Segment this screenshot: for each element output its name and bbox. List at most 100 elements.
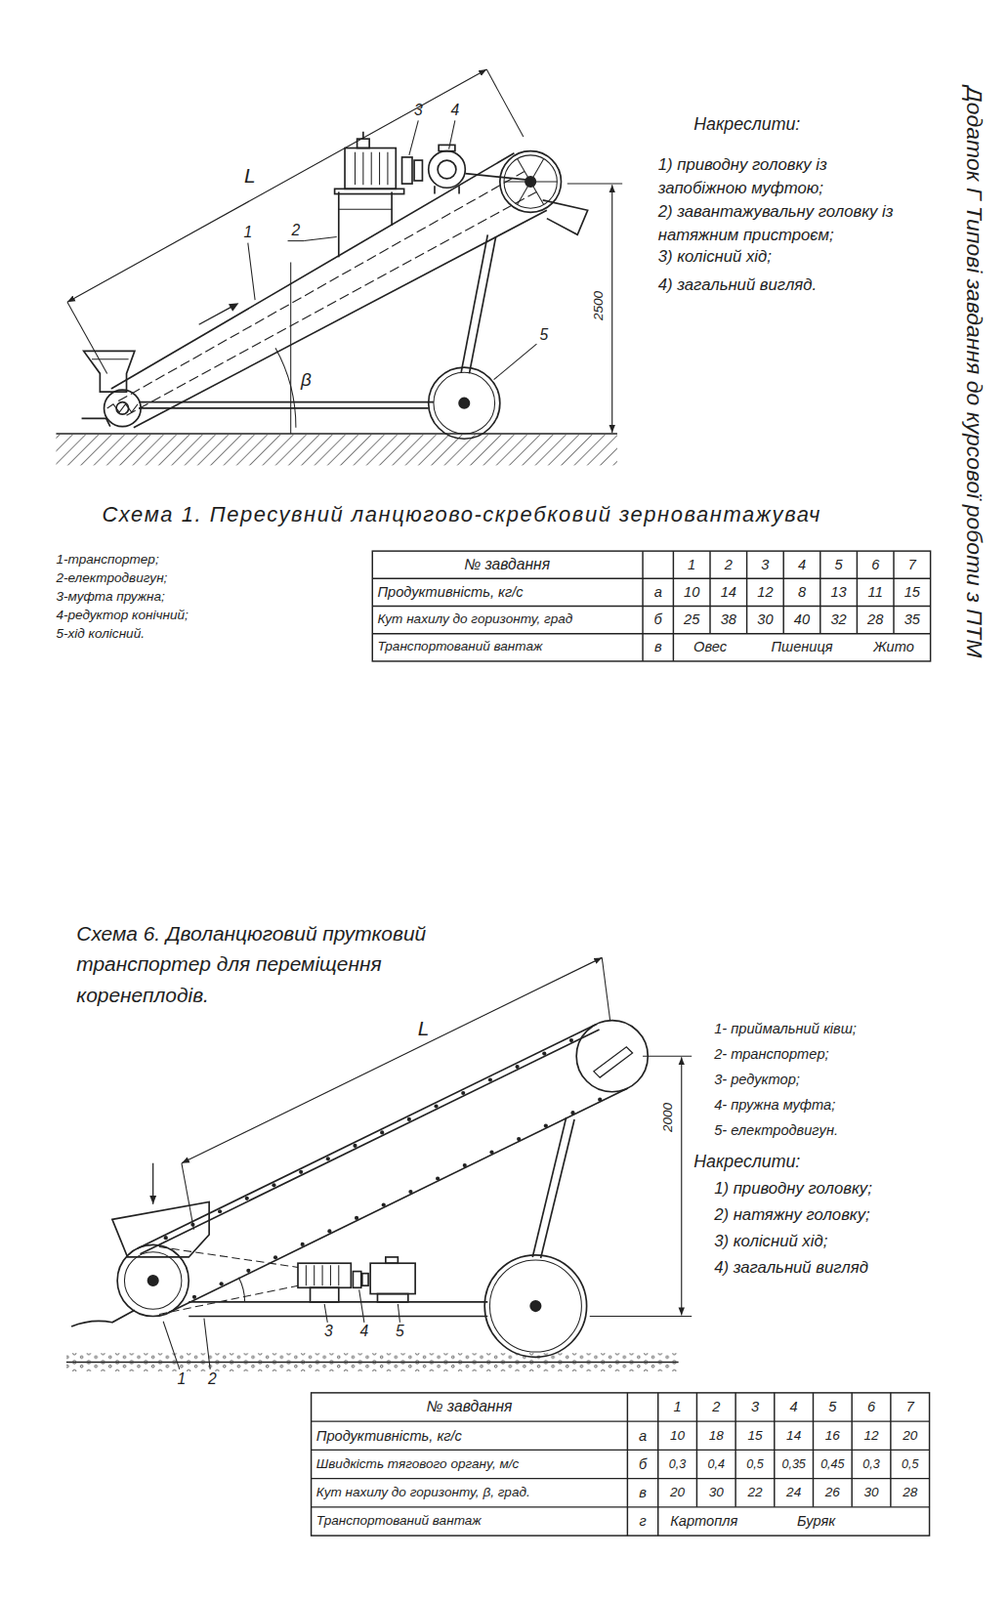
table-header: 2 — [712, 1398, 720, 1416]
table-cell: 13 — [830, 583, 846, 600]
scheme-6-drawing — [313, 1264, 315, 1286]
scheme-6-drawing — [576, 1020, 648, 1092]
scheme-6-drawing — [66, 1352, 679, 1372]
table-header: 1 — [687, 555, 696, 573]
scheme-6-drawing — [273, 1255, 278, 1260]
scheme-1-table — [641, 550, 643, 662]
table-cell: 0,35 — [781, 1457, 805, 1471]
scheme-1-table — [372, 578, 930, 580]
scheme-1-drawing — [402, 157, 413, 184]
table-cell: 16 — [825, 1428, 840, 1444]
scheme-1-drawing — [138, 401, 434, 404]
scheme-6-drawing — [164, 1235, 168, 1240]
scheme-1-table — [372, 605, 930, 607]
scheme-6-drawing — [337, 1264, 339, 1286]
table-header: 7 — [908, 555, 917, 573]
scheme-6-table — [311, 1392, 930, 1536]
part-list-item: 1-транспортер; — [55, 552, 159, 569]
scheme-6-drawing — [327, 1228, 332, 1233]
scheme-1-table — [709, 550, 711, 634]
table-cell: 35 — [904, 611, 921, 629]
instruction-heading: Накреслити: — [693, 1150, 800, 1171]
table-cell: 30 — [863, 1484, 879, 1501]
callout-number: 4 — [451, 101, 461, 120]
table-cell: 0,3 — [862, 1457, 880, 1471]
dimension-label: L — [242, 164, 258, 188]
table-cell: а — [654, 583, 663, 600]
table-cell: 0,5 — [901, 1457, 919, 1471]
scheme-6-drawing — [322, 1264, 324, 1286]
part-list-item: 2-електродвигун; — [55, 570, 168, 587]
scheme-1-drawing — [486, 69, 524, 137]
part-list-item: 3- редуктор; — [714, 1071, 800, 1089]
scheme-6-drawing — [435, 1176, 440, 1180]
scheme-6-drawing — [597, 1097, 602, 1102]
scheme-1-drawing — [303, 236, 336, 241]
scheme-6-drawing — [484, 1255, 587, 1357]
part-list-item: 3-муфта пружна; — [55, 588, 165, 605]
scheme-6-drawing — [542, 1050, 546, 1055]
table-cell: 14 — [720, 583, 737, 600]
table-cell: 38 — [720, 611, 737, 629]
scheme-6-drawing — [305, 1264, 307, 1286]
scheme-1-drawing — [344, 148, 396, 190]
scheme-1-drawing — [517, 159, 545, 206]
part-list-item: 1- приймальний ківш; — [714, 1019, 857, 1037]
table-cell: 24 — [786, 1484, 801, 1501]
dimension-label: 2000 — [660, 1100, 676, 1134]
part-list-item: 5-хід колісний. — [55, 626, 145, 642]
table-cell: 11 — [868, 583, 883, 600]
scheme-1-drawing — [437, 160, 457, 179]
table-header: № завдання — [463, 555, 550, 574]
scheme-6-drawing — [532, 1117, 566, 1258]
scheme-6-table — [657, 1392, 659, 1536]
scheme-1-table — [819, 550, 821, 634]
scheme-1-drawing — [67, 301, 108, 374]
scheme-6-drawing — [310, 1287, 339, 1302]
scheme-6-drawing — [397, 1303, 400, 1323]
callout-number: 5 — [539, 326, 548, 344]
scheme-1-drawing — [67, 69, 487, 302]
callout-number: 3 — [414, 101, 423, 120]
table-cell: Жито — [873, 638, 915, 656]
scheme-6-drawing — [163, 1321, 180, 1370]
scheme-1-drawing — [458, 185, 461, 194]
table-cell: Транспортований вантаж — [316, 1513, 482, 1530]
page-title: Додаток Г Типові завдання до курсової ро… — [961, 86, 987, 659]
table-cell: 0,45 — [820, 1457, 844, 1471]
scheme-1-table — [892, 550, 894, 634]
scheme-6-drawing — [147, 1275, 158, 1286]
scheme-6-drawing — [352, 1271, 361, 1289]
scheme-6-table — [812, 1392, 814, 1508]
table-cell: 0,4 — [708, 1457, 725, 1471]
scheme-1-drawing — [337, 191, 340, 257]
table-cell: Пшениця — [770, 638, 833, 656]
scheme-6-drawing — [112, 1202, 210, 1258]
part-list-item: 2- транспортер; — [714, 1046, 829, 1063]
scheme-1-drawing — [55, 69, 623, 465]
table-header: 4 — [798, 555, 806, 573]
scheme-6-drawing — [569, 1038, 574, 1043]
callout-number: 1 — [177, 1370, 187, 1388]
scheme-1-drawing — [464, 173, 526, 180]
table-cell: 28 — [902, 1484, 918, 1501]
scheme-6-drawing — [217, 1209, 222, 1214]
scheme-6-drawing — [297, 1262, 351, 1288]
scheme-6-table — [773, 1392, 775, 1508]
scheme-6-table — [311, 1420, 930, 1422]
scheme-1-drawing — [517, 159, 545, 206]
scheme-1-drawing — [248, 243, 255, 300]
scheme-6-table — [311, 1449, 930, 1451]
instruction-item: 3) колісний хід; — [714, 1232, 828, 1252]
scheme-1-drawing — [433, 372, 496, 434]
table-cell: 25 — [683, 611, 700, 629]
scheme-6-drawing — [489, 1260, 582, 1352]
table-cell: Картопля — [670, 1512, 738, 1530]
table-cell: Швидкість тягового органу, м/с — [316, 1456, 520, 1472]
table-header: 4 — [790, 1398, 798, 1416]
scheme-1-drawing — [55, 434, 617, 465]
table-cell: 15 — [904, 583, 921, 600]
scheme-6-drawing — [152, 1163, 154, 1205]
scheme-6-drawing — [544, 1124, 548, 1129]
